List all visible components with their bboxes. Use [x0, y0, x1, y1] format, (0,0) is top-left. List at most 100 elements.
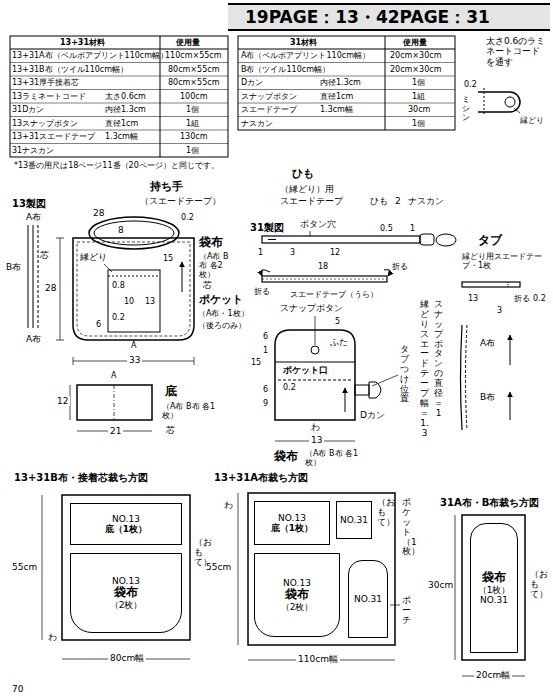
- part-name: ひも: [292, 168, 314, 181]
- drawing-stroke: [10, 36, 228, 157]
- piece-label: NO.31: [340, 515, 368, 525]
- pattern-label: ふた: [330, 337, 348, 347]
- drawing-stroke: [228, 3, 550, 5]
- pattern-label: （おもて）: [377, 498, 386, 528]
- drawing-stroke: [114, 385, 115, 420]
- pattern-label: A: [131, 341, 136, 350]
- drawing-stroke: [56, 238, 64, 239]
- pattern-label: A布: [480, 338, 495, 348]
- drawing-stroke: [466, 325, 468, 430]
- piece-label: 袋布: [482, 571, 506, 585]
- pattern-label: 6: [263, 385, 268, 394]
- pattern-label: ボタン穴: [300, 219, 336, 229]
- drawing-stroke: [108, 276, 160, 277]
- pattern-label: スエードテープ: [280, 196, 343, 206]
- pattern-label: 6: [96, 320, 101, 329]
- pattern-label: スエードテープ: [241, 105, 297, 114]
- piece-label: NO.13: [112, 514, 140, 524]
- cord-section: [478, 88, 520, 116]
- drawing-stroke: [238, 89, 455, 90]
- drawing-stroke: [262, 236, 420, 243]
- pattern-label: 3: [497, 306, 502, 315]
- pattern-label: 12: [330, 248, 340, 257]
- piece-label: NO.13: [278, 513, 306, 523]
- pattern-label: 100cm: [180, 92, 207, 101]
- drawing-stroke: [262, 276, 387, 282]
- pattern-label: 直径1cm: [320, 92, 353, 101]
- part-name: 持ち手: [150, 181, 183, 194]
- pattern-label: 内径1.3cm: [105, 105, 146, 114]
- part-name: 13製図: [12, 198, 46, 210]
- drawing-stroke: [372, 375, 398, 386]
- pattern-label: ポーチ: [402, 596, 411, 626]
- drawing-stroke: [33, 225, 34, 328]
- pattern-label: 31ナスカン: [12, 146, 54, 155]
- drawing-stroke: [94, 221, 174, 245]
- drawing-stroke: [385, 36, 386, 130]
- drawing-stroke: [73, 238, 194, 340]
- drawing-stroke: [514, 108, 520, 113]
- drawing-stroke: [436, 234, 456, 246]
- drawing-stroke: [10, 89, 228, 90]
- pattern-piece: NO.31: [336, 501, 372, 539]
- drawing-stroke: [10, 76, 228, 77]
- page-title: 19PAGE：13・42PAGE：31: [245, 6, 490, 29]
- pattern-label: 15: [163, 254, 173, 263]
- part-name: 13+31A布裁ち方図: [214, 472, 308, 484]
- drawing-stroke: [238, 36, 455, 130]
- pattern-label: 110cm×55cm: [165, 51, 222, 60]
- drawing-stroke: [89, 217, 179, 249]
- pattern-label: 1組: [186, 119, 199, 128]
- drawing-stroke: [77, 385, 152, 420]
- pattern-label: 1: [258, 248, 263, 257]
- piece-label: NO.13: [283, 578, 311, 588]
- pattern-label: 13+31A布（ベルボアプリント110cm幅）: [12, 51, 168, 60]
- drawing-stroke: [238, 103, 455, 104]
- pattern-label: 8: [118, 225, 124, 235]
- pattern-label: 30cm: [408, 105, 430, 114]
- drawing-stroke: [278, 380, 352, 381]
- drawing-stroke: [62, 495, 190, 640]
- pattern-label: 33: [127, 355, 142, 365]
- pattern-label: 2: [395, 196, 401, 206]
- part-name: タブ: [478, 234, 502, 248]
- pattern-label: 1個: [186, 146, 199, 155]
- drawing-stroke: [60, 238, 61, 340]
- pattern-label: 6: [263, 332, 268, 341]
- pattern-label: 0.2: [112, 313, 125, 322]
- pattern-label: A: [111, 371, 116, 380]
- pattern-piece: NO.13袋布（2枚）: [254, 553, 340, 637]
- material-table: [10, 36, 228, 157]
- drawing-stroke: [108, 270, 160, 332]
- pattern-label: 折る: [392, 262, 408, 271]
- drawing-stroke: [390, 605, 400, 606]
- drawing-stroke: [10, 130, 228, 131]
- drawing-stroke: [261, 270, 270, 276]
- pattern-label: 0.5: [380, 224, 393, 233]
- drawing-stroke: [238, 493, 239, 645]
- drawing-stroke: [420, 234, 434, 245]
- pattern-label: （後ろのみ）: [198, 321, 246, 330]
- pattern-piece: NO.13底（1枚）: [254, 501, 330, 545]
- pattern-label: （縁どり）用: [280, 184, 334, 194]
- drawing-stroke: [42, 495, 43, 640]
- part-name: 13+31材料: [60, 38, 105, 47]
- pattern-label: 12: [55, 396, 70, 406]
- part-name: 使用量: [403, 38, 427, 47]
- pattern-label: 28: [93, 208, 104, 218]
- pattern-label: （A布 B布 各1枚）: [305, 449, 363, 467]
- pattern-label: A布: [26, 212, 41, 222]
- pattern-label: 13: [468, 294, 478, 303]
- part-name: 袋布: [274, 450, 298, 464]
- pattern-label: 折る: [254, 287, 270, 296]
- pattern-label: ポケット（1枚）: [402, 498, 411, 557]
- part-name: 13+31B布・接着芯裁ち方図: [14, 472, 148, 484]
- pattern-label: 10: [124, 297, 134, 306]
- pattern-label: 0.2: [283, 383, 296, 392]
- piece-label: （1枚）: [478, 585, 511, 595]
- drawing-stroke: [10, 62, 228, 63]
- pattern-label: 1個: [186, 105, 199, 114]
- pattern-label: わ: [311, 422, 320, 432]
- pattern-label: （A布 B布 各1枚）: [162, 402, 224, 420]
- pattern-label: *13番の用尺は18ページ11番（20ページ）と同じです。: [14, 161, 219, 170]
